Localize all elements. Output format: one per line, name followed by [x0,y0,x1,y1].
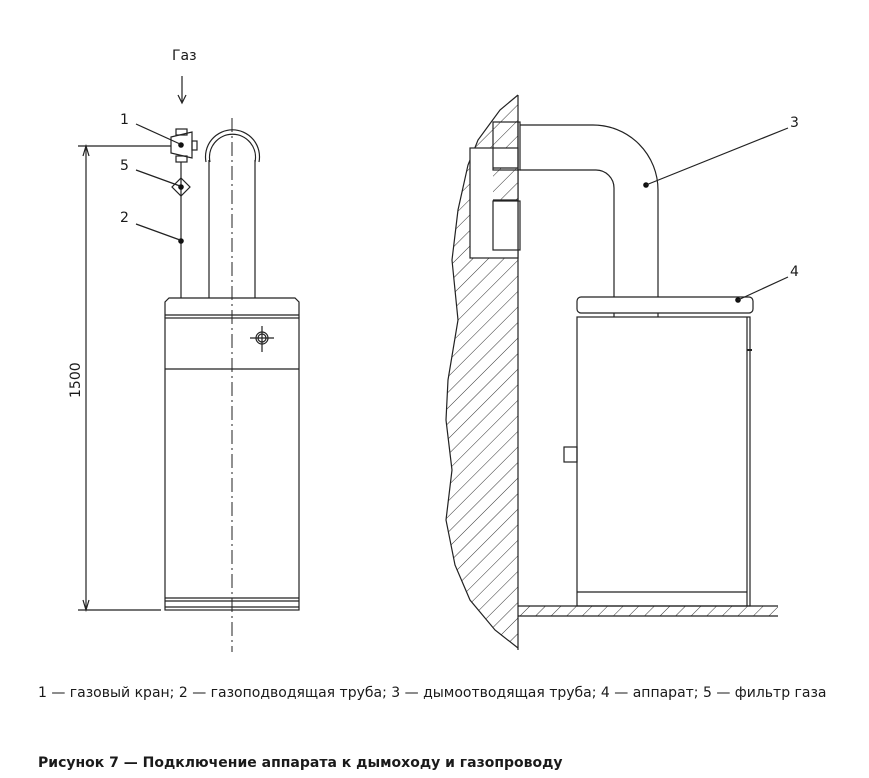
flue-pipe-side [520,124,659,317]
gas-valve [170,128,198,163]
dimension-value: 1500 [68,362,84,398]
wall [445,94,521,650]
connection-diagram: Газ 1500 1 5 [68,48,799,652]
gas-label: Газ [172,48,197,64]
side-view: 3 4 [445,94,799,650]
crosshair-icon [250,326,274,352]
callout-4: 4 [790,264,799,280]
callout-2: 2 [120,210,129,226]
callout-3: 3 [790,115,799,131]
figure-title: Рисунок 7 — Подключение аппарата к дымох… [38,755,563,771]
front-view: Газ 1500 1 5 [68,48,300,652]
callout-5: 5 [120,158,129,174]
appliance-side [563,296,754,607]
gas-flow-arrow-icon [177,76,187,105]
height-dimension: 1500 [68,143,171,613]
callout-1: 1 [120,112,129,128]
figure-legend: 1 — газовый кран; 2 — газоподводящая тру… [38,685,827,701]
floor [518,605,778,617]
flue-pipe-front [204,129,261,298]
